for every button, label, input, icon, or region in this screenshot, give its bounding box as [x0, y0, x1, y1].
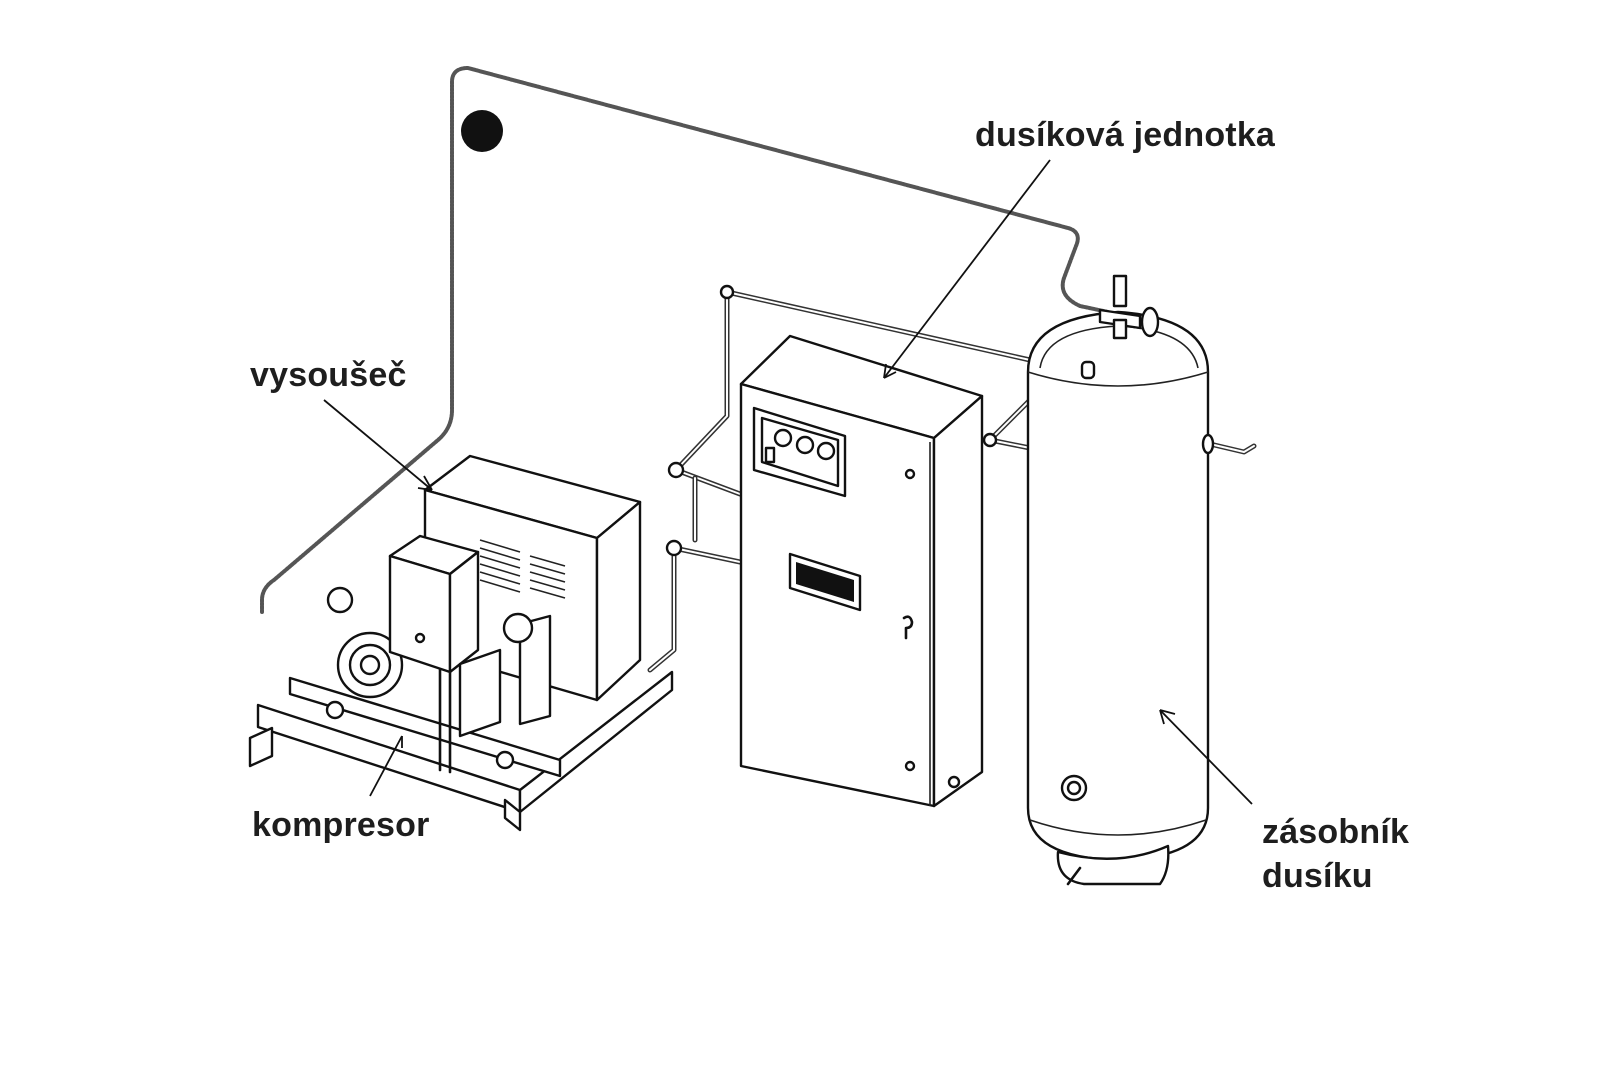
label-dryer: vysoušeč: [250, 356, 407, 394]
label-compressor: kompresor: [252, 806, 430, 844]
leader-lines: [323, 159, 1253, 805]
label-nitrogen-tank-line1: zásobník: [1262, 813, 1410, 851]
nitrogen-tank: [1026, 274, 1257, 886]
overhead-tube: [260, 66, 1110, 614]
label-nitrogen-tank-line2: dusíku: [1262, 857, 1373, 896]
leader-dryer: [323, 399, 433, 491]
label-nitrogen-unit: dusíková jednotka: [975, 116, 1276, 154]
marker-dot: [461, 110, 503, 152]
label-nitrogen-tank: zásobník dusíku: [1262, 810, 1409, 898]
nitrogen-unit: [739, 334, 984, 808]
leader-nitrogen-unit: [883, 159, 1051, 379]
pipework: [647, 284, 1033, 673]
leader-tank: [1159, 709, 1253, 805]
leader-compressor: [369, 735, 403, 797]
